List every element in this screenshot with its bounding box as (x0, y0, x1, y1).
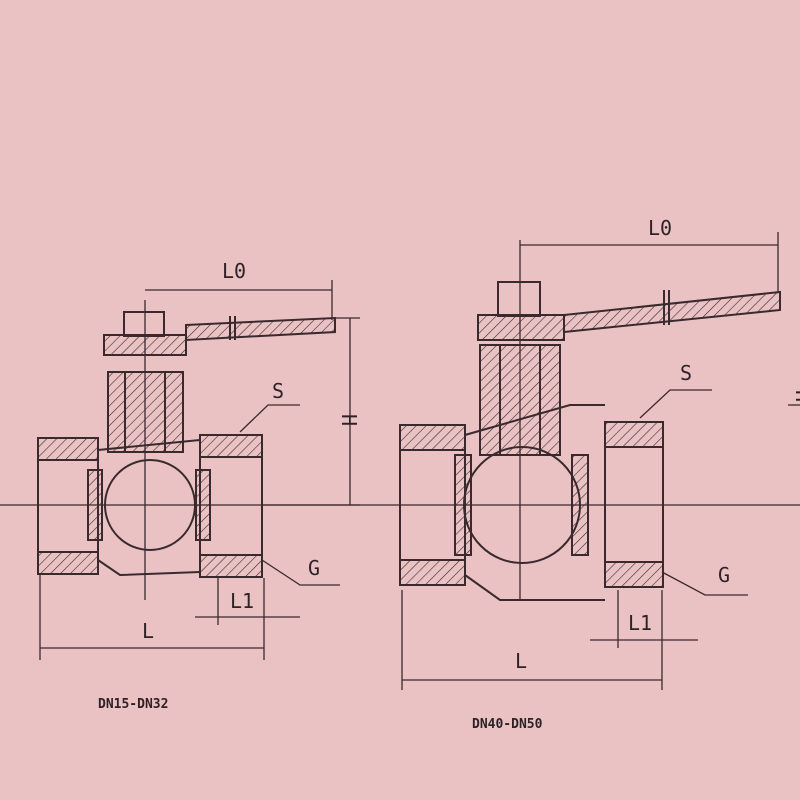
small-valve-dimensions (39, 280, 360, 660)
small-s-label: S (272, 379, 284, 403)
small-l0-label: L0 (222, 259, 246, 283)
large-valve (399, 240, 781, 601)
small-g-label: G (308, 556, 320, 580)
small-l-label: L (142, 619, 154, 643)
large-l-label: L (515, 649, 527, 673)
large-valve-dimensions (401, 232, 800, 690)
small-h-label: H (337, 414, 361, 426)
large-l1-label: L1 (628, 611, 652, 635)
large-h-label: H (791, 390, 800, 402)
large-g-label: G (718, 563, 730, 587)
large-caption: DN40-DN50 (472, 717, 543, 732)
large-l0-label: L0 (648, 216, 672, 240)
small-valve (37, 300, 336, 600)
large-s-label: S (680, 361, 692, 385)
small-caption: DN15-DN32 (98, 697, 168, 712)
small-l1-label: L1 (230, 589, 254, 613)
